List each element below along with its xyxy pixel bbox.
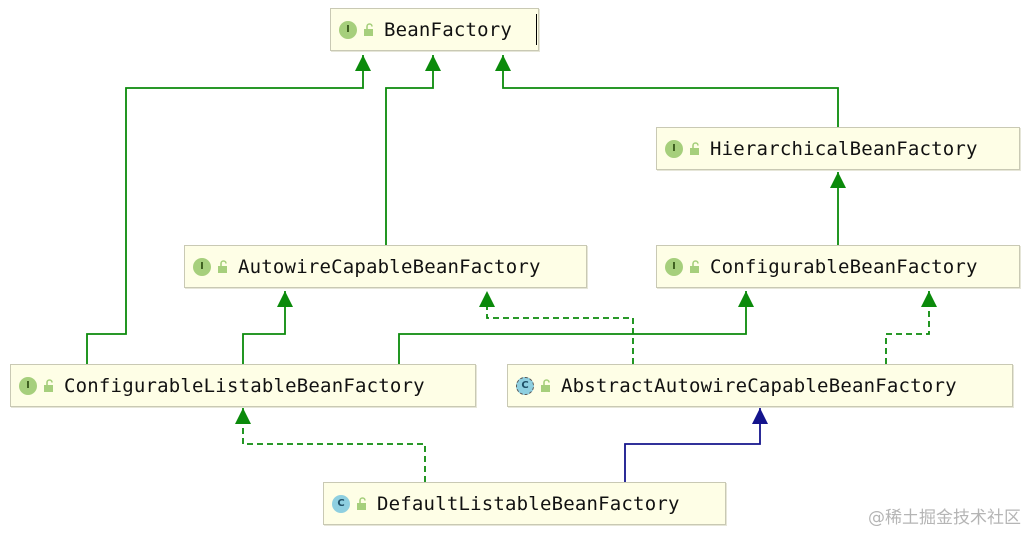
node-label: BeanFactory — [384, 18, 513, 41]
unlock-icon — [357, 496, 366, 510]
unlock-icon — [690, 141, 699, 155]
node-label: ConfigurableListableBeanFactory — [64, 374, 425, 397]
node-hierarchical-bean-factory[interactable]: I HierarchicalBeanFactory — [656, 127, 1020, 170]
abstract-class-icon: C — [516, 376, 534, 395]
arrow-head — [752, 408, 768, 424]
interface-icon: I — [665, 139, 683, 158]
arrow-head — [495, 55, 511, 71]
arrow-head — [425, 55, 441, 71]
interface-icon: I — [193, 257, 211, 276]
watermark: @稀土掘金技术社区 — [868, 508, 1021, 528]
arrow-head — [738, 291, 754, 307]
edge-aacbf-cbf — [885, 291, 937, 364]
unlock-icon — [44, 378, 53, 392]
arrow-head — [235, 408, 251, 424]
unlock-icon — [218, 259, 227, 273]
node-bean-factory[interactable]: I BeanFactory — [330, 8, 539, 51]
node-label: AutowireCapableBeanFactory — [238, 255, 541, 278]
edge-cbf-hbf — [830, 172, 846, 245]
node-autowire-capable-bean-factory[interactable]: I AutowireCapableBeanFactory — [184, 245, 587, 288]
node-label: HierarchicalBeanFactory — [710, 137, 978, 160]
edge-clbf-bf — [86, 55, 371, 364]
unlock-icon — [541, 378, 550, 392]
interface-icon: I — [339, 20, 357, 39]
edge-hbf-bf — [495, 55, 839, 127]
node-label: ConfigurableBeanFactory — [710, 255, 978, 278]
node-label: DefaultListableBeanFactory — [377, 492, 680, 515]
node-configurable-bean-factory[interactable]: I ConfigurableBeanFactory — [656, 245, 1020, 288]
arrow-head — [830, 172, 846, 188]
edge-acbf-bf — [385, 55, 441, 245]
class-icon: C — [332, 494, 350, 513]
text-cursor — [536, 14, 537, 45]
interface-icon: I — [665, 257, 683, 276]
interface-icon: I — [19, 376, 37, 395]
unlock-icon — [690, 259, 699, 273]
node-abstract-autowire-capable-bean-factory[interactable]: C AbstractAutowireCapableBeanFactory — [507, 364, 1013, 407]
node-label: AbstractAutowireCapableBeanFactory — [561, 374, 957, 397]
edge-aacbf-acbf — [479, 291, 634, 364]
arrow-head — [479, 291, 495, 307]
node-default-listable-bean-factory[interactable]: C DefaultListableBeanFactory — [323, 482, 726, 525]
edge-clbf-cbf — [398, 291, 754, 364]
edge-dlbf-aacbf — [624, 408, 768, 482]
unlock-icon — [364, 22, 373, 36]
edge-dlbf-clbf — [235, 408, 426, 482]
arrow-head — [277, 291, 293, 307]
edge-clbf-acbf — [242, 291, 293, 364]
arrow-head — [355, 55, 371, 71]
node-configurable-listable-bean-factory[interactable]: I ConfigurableListableBeanFactory — [10, 364, 476, 407]
arrow-head — [921, 291, 937, 307]
